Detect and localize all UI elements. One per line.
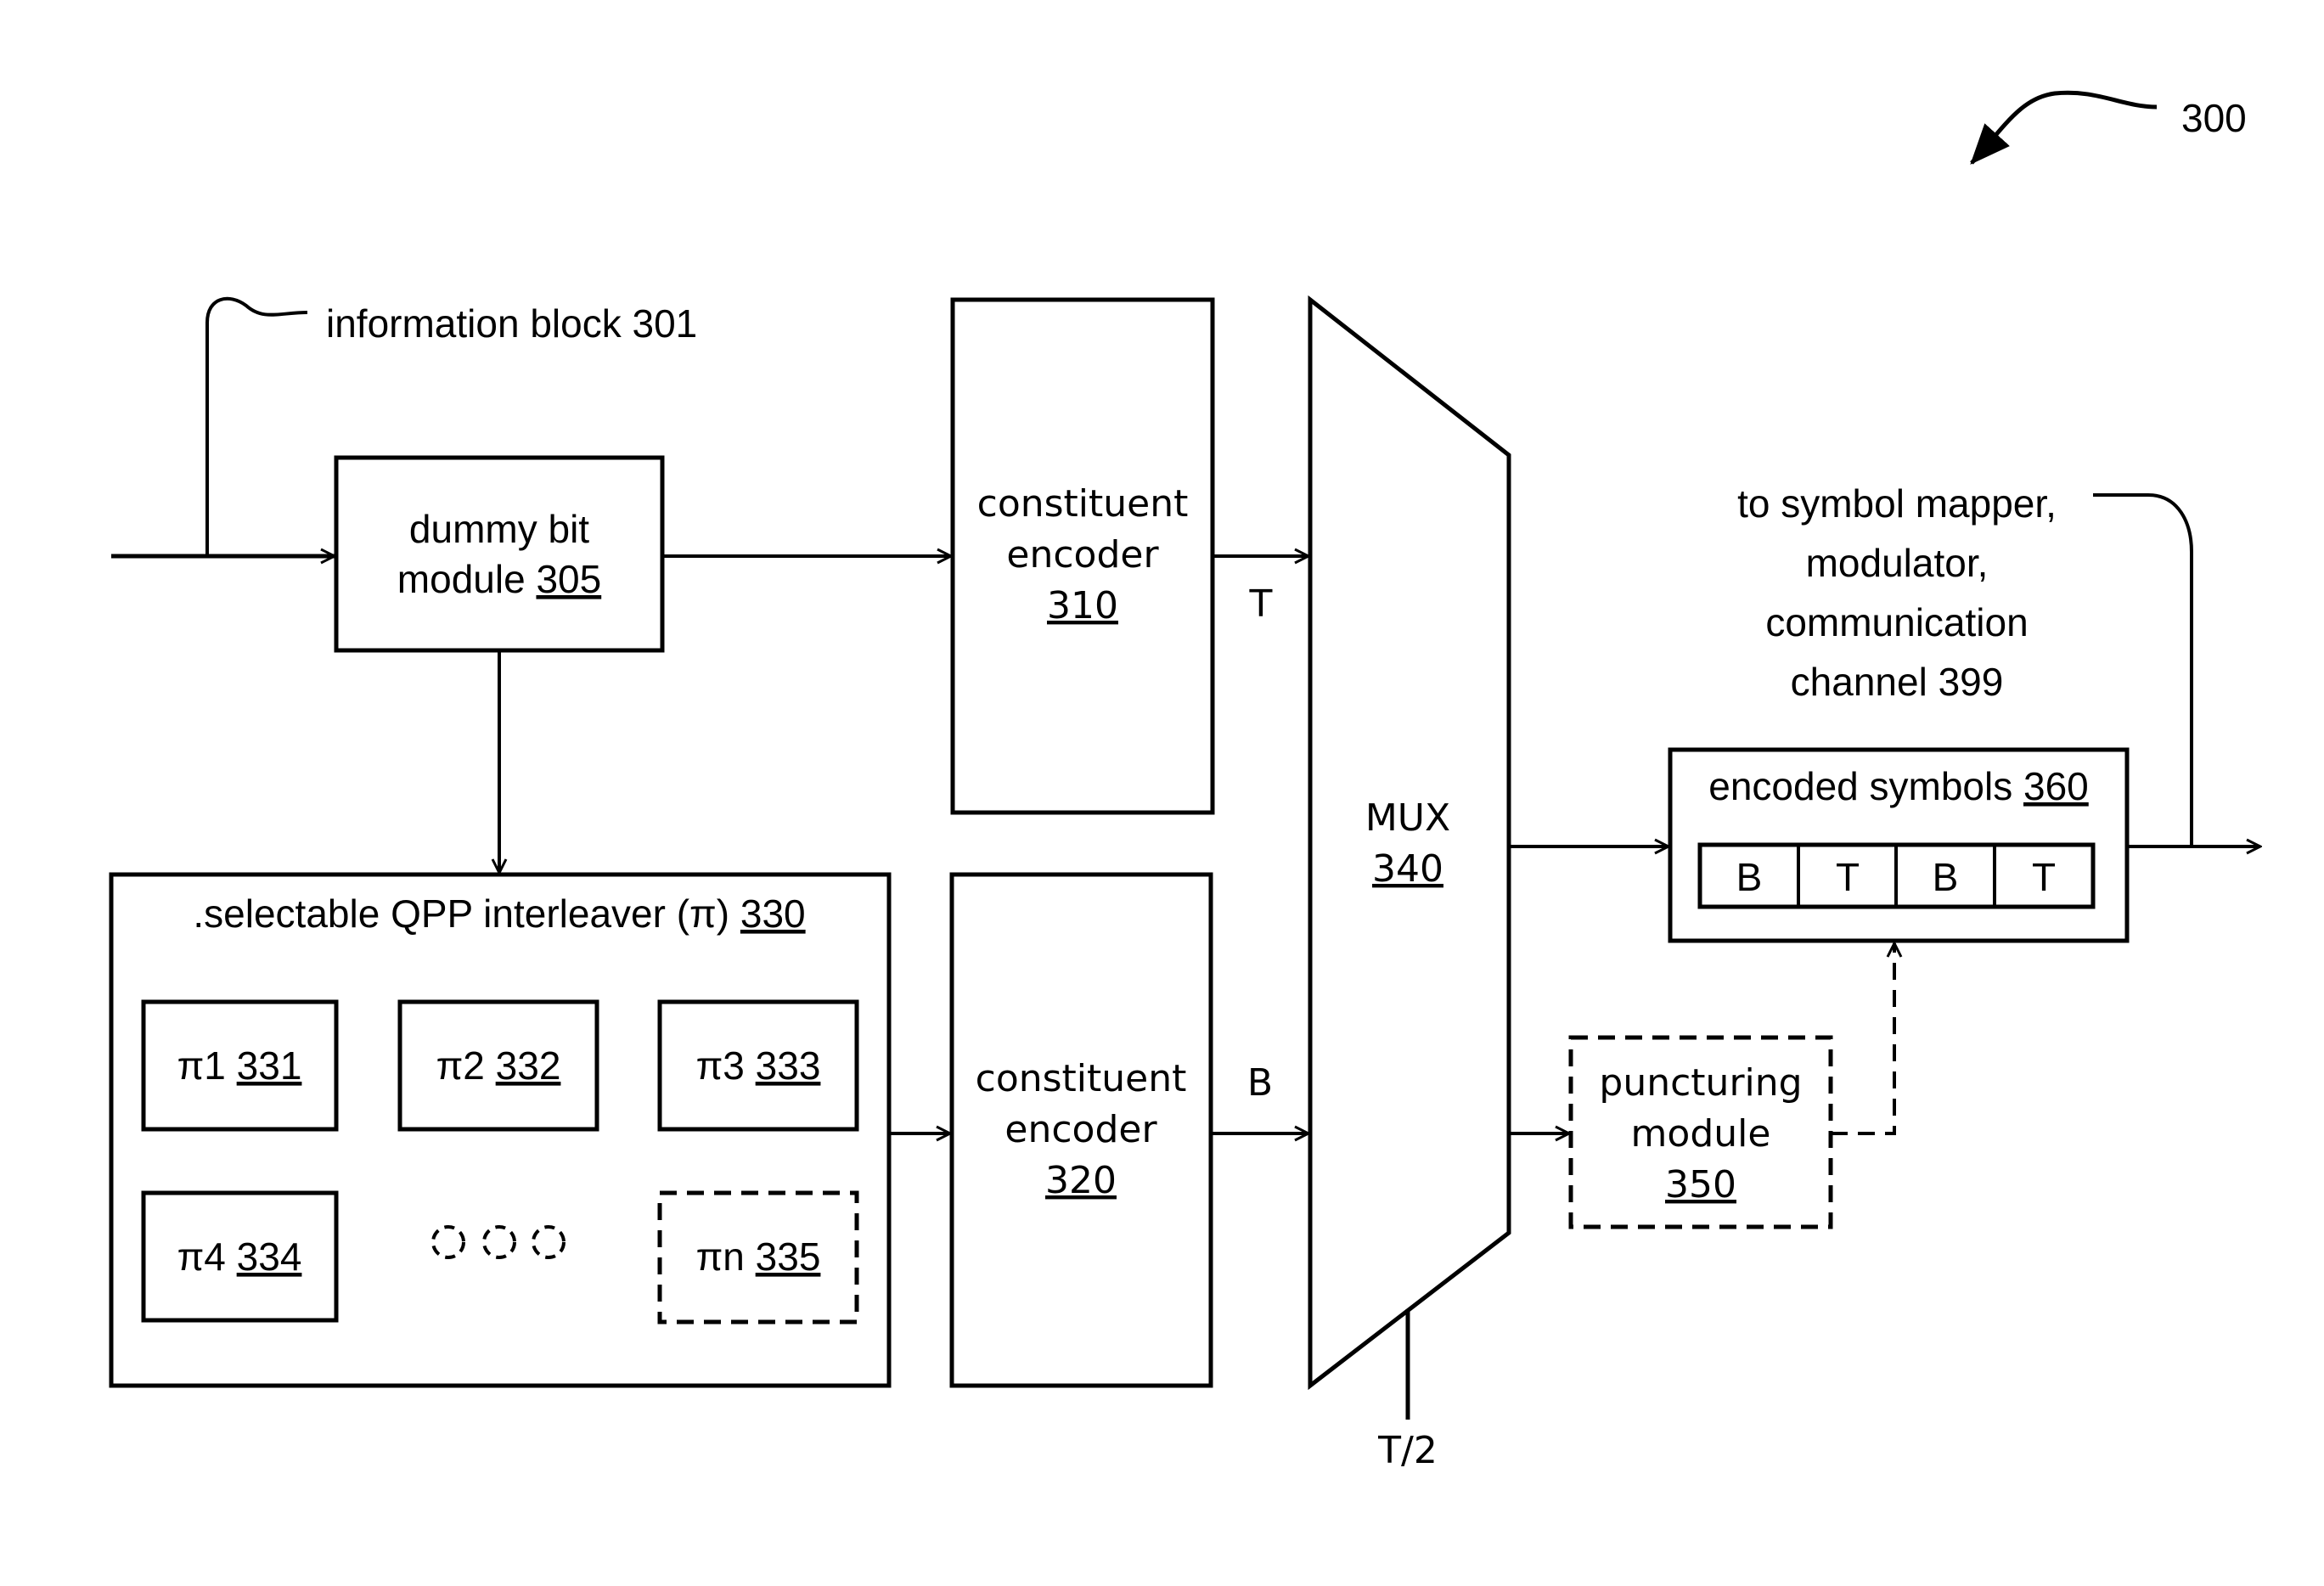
- pin-name: πn: [696, 1234, 756, 1279]
- pin-ref: 335: [756, 1234, 821, 1279]
- encoder-310-line1: constituent: [977, 482, 1189, 526]
- svg-text:πn 335: πn 335: [696, 1234, 821, 1279]
- t-signal-label: T: [1249, 582, 1273, 626]
- output-label-line: channel 399: [1791, 660, 2004, 704]
- pi1-name: π1: [177, 1043, 237, 1088]
- figure-ref-arrow: [1972, 93, 2157, 163]
- puncturing-line2: module: [1631, 1112, 1771, 1156]
- encoded-symbols-title: encoded symbols 360: [1708, 764, 2089, 808]
- puncturing-to-encoded-symbols: [1831, 943, 1894, 1133]
- encoder-310-line2: encoder: [1006, 533, 1159, 576]
- puncturing-module-350[interactable]: puncturing module 350: [1571, 1038, 1831, 1227]
- dummy-bit-line1: dummy bit: [409, 507, 589, 551]
- pi1-ref: 331: [237, 1043, 302, 1088]
- svg-text:π1 331: π1 331: [177, 1043, 302, 1088]
- info-block-leader: [207, 299, 307, 556]
- puncturing-ref: 350: [1665, 1163, 1736, 1206]
- symbol-cell: B: [1736, 855, 1763, 899]
- dummy-bit-word: module: [397, 557, 537, 601]
- encoder-310-ref: 310: [1047, 584, 1118, 627]
- puncturing-line1: puncturing: [1599, 1061, 1802, 1105]
- output-destination-label: to symbol mapper, modulator, communicati…: [1737, 481, 2057, 704]
- interleaver-pi2[interactable]: π2 332: [400, 1002, 597, 1129]
- pi2-ref: 332: [496, 1043, 561, 1088]
- mux-340[interactable]: MUX 340: [1310, 300, 1509, 1386]
- interleaver-title-text: .selectable QPP interleaver (π): [193, 891, 740, 936]
- info-block-label: information block 301: [326, 301, 697, 346]
- symbol-sequence: B T B T: [1700, 845, 2093, 907]
- output-label-line: to symbol mapper,: [1737, 481, 2057, 526]
- encoded-symbols-ref: 360: [2023, 764, 2089, 808]
- encoded-symbols-360[interactable]: encoded symbols 360 B T B T: [1670, 750, 2127, 941]
- figure-ref-label: 300: [2181, 96, 2247, 140]
- interleaver-ref: 330: [740, 891, 806, 936]
- encoder-320-ref: 320: [1045, 1159, 1117, 1202]
- encoded-symbols-text: encoded symbols: [1708, 764, 2023, 808]
- interleaver-pi3[interactable]: π3 333: [660, 1002, 857, 1129]
- dummy-bit-line2: module 305: [397, 557, 601, 601]
- mux-label: MUX: [1365, 796, 1450, 840]
- symbol-cell: T: [2032, 855, 2056, 899]
- svg-text:π3 333: π3 333: [696, 1043, 821, 1088]
- constituent-encoder-310[interactable]: constituent encoder 310: [953, 300, 1213, 813]
- symbol-cell: T: [1836, 855, 1860, 899]
- symbol-cell: B: [1933, 855, 1959, 899]
- interleaver-title: .selectable QPP interleaver (π) 330: [193, 891, 805, 936]
- dummy-bit-module[interactable]: dummy bit module 305: [336, 458, 662, 650]
- constituent-encoder-320[interactable]: constituent encoder 320: [952, 875, 1211, 1386]
- pi3-name: π3: [696, 1043, 756, 1088]
- encoder-320-line1: constituent: [976, 1057, 1187, 1100]
- interleaver-pi1[interactable]: π1 331: [143, 1002, 336, 1129]
- svg-text:π2 332: π2 332: [436, 1043, 561, 1088]
- mux-control-label: T/2: [1377, 1429, 1438, 1472]
- encoder-320-line2: encoder: [1004, 1108, 1157, 1151]
- b-signal-label: B: [1247, 1061, 1273, 1105]
- pi4-ref: 334: [237, 1234, 302, 1279]
- interleaver-pi4[interactable]: π4 334: [143, 1193, 336, 1320]
- output-label-line: modulator,: [1806, 541, 1989, 585]
- mux-ref: 340: [1372, 847, 1443, 891]
- dummy-bit-ref: 305: [536, 557, 601, 601]
- svg-text:π4 334: π4 334: [177, 1234, 302, 1279]
- output-label-line: communication: [1765, 600, 2028, 644]
- pi3-ref: 333: [756, 1043, 821, 1088]
- qpp-interleaver-330[interactable]: .selectable QPP interleaver (π) 330 π1 3…: [111, 875, 889, 1386]
- figure-ref: 300: [1972, 93, 2247, 163]
- pi2-name: π2: [436, 1043, 496, 1088]
- interleaver-pin[interactable]: πn 335: [660, 1193, 857, 1322]
- pi4-name: π4: [177, 1234, 237, 1279]
